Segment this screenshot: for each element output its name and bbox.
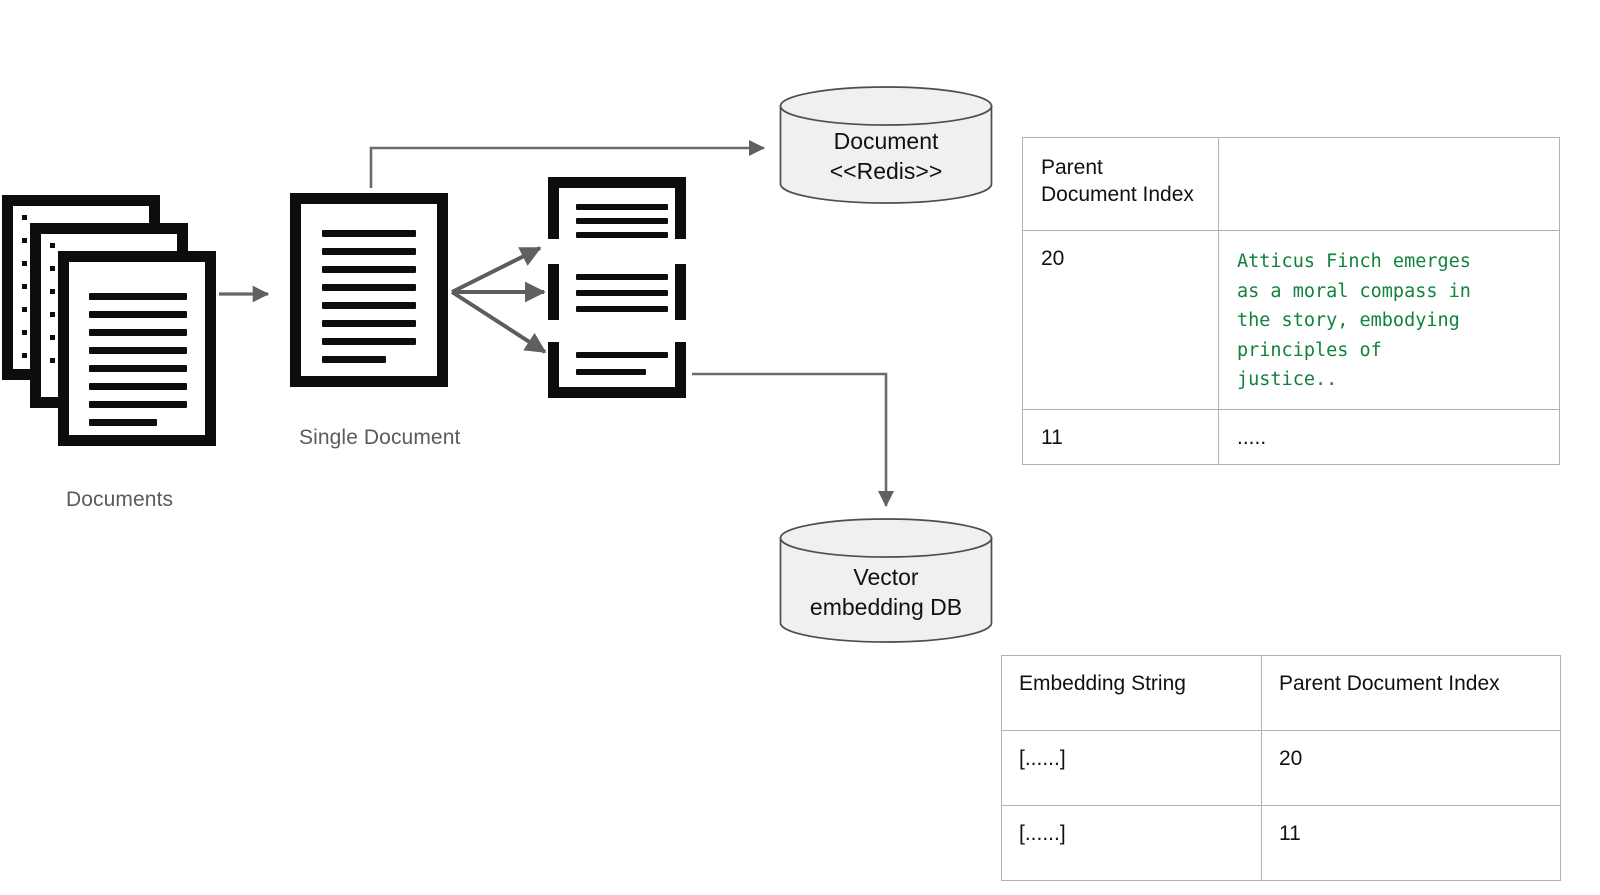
redis-cylinder-label-line2: <<Redis>> xyxy=(829,158,943,184)
chunk-text-line xyxy=(576,232,668,238)
perforation-dot xyxy=(50,243,55,248)
vector-db-label-line2: embedding DB xyxy=(809,594,963,620)
doc-text-line xyxy=(322,320,416,327)
perforation-dot xyxy=(22,330,27,335)
cylinder-shape xyxy=(779,518,993,643)
header-line-2: Document Index xyxy=(1041,183,1194,206)
chunk-text-line xyxy=(576,306,668,312)
chunked-document-icon xyxy=(548,177,693,398)
perforation-dot xyxy=(22,307,27,312)
perforation-dot xyxy=(50,358,55,363)
documents-stack-icon xyxy=(0,195,225,450)
doc-text-line xyxy=(322,248,416,255)
doc-text-line xyxy=(89,383,187,390)
parent-document-index-table: Parent Document Index 20 Atticus Finch e… xyxy=(1022,137,1560,465)
doc-text-line xyxy=(89,311,187,318)
perforation-dot xyxy=(50,335,55,340)
doc-text-line xyxy=(89,419,157,426)
documents-label: Documents xyxy=(66,488,174,511)
doc-text-line xyxy=(322,230,416,237)
cell-parent-index: 20 xyxy=(1261,730,1561,806)
table-header-row: Embedding String Parent Document Index xyxy=(1001,655,1561,731)
perforation-dot xyxy=(22,353,27,358)
table-row: 20 Atticus Finch emerges as a moral comp… xyxy=(1022,230,1560,410)
chunk-1 xyxy=(548,177,686,239)
table-header-row: Parent Document Index xyxy=(1022,137,1560,231)
single-document-icon xyxy=(290,193,448,387)
redis-cylinder-label-line1: Document xyxy=(833,128,939,154)
doc-text-line xyxy=(89,293,187,300)
cell-parent-index: 20 xyxy=(1022,230,1219,410)
cell-document-text: ..... xyxy=(1218,408,1560,465)
chunk-3 xyxy=(548,342,686,398)
redis-document-store-cylinder: Document <<Redis>> xyxy=(779,86,993,204)
doc-text-line xyxy=(89,365,187,372)
doc-text-line xyxy=(322,266,416,273)
document-sheet-front xyxy=(58,251,216,446)
cell-parent-index: 11 xyxy=(1022,408,1219,465)
arrow-chunk-to-vector-db xyxy=(692,372,895,507)
cell-document-text: Atticus Finch emerges as a moral compass… xyxy=(1218,230,1560,410)
arrow-document-to-chunk-1 xyxy=(451,246,542,294)
header-parent-document-index: Parent Document Index xyxy=(1261,655,1561,731)
header-embedding-string: Embedding String xyxy=(1001,655,1262,731)
perforation-dot xyxy=(22,238,27,243)
perforation-dot xyxy=(50,289,55,294)
doc-text-line xyxy=(322,302,416,309)
single-document-label: Single Document xyxy=(299,426,461,449)
table-row: [......] 20 xyxy=(1001,730,1561,806)
doc-text-line xyxy=(89,401,187,408)
cylinder-shape xyxy=(779,86,993,204)
chunk-2 xyxy=(548,264,686,320)
header-parent-document-index: Parent Document Index xyxy=(1022,137,1219,231)
cell-embedding-string: [......] xyxy=(1001,805,1262,881)
arrow-document-to-chunk-3 xyxy=(450,290,547,354)
chunk-text-line xyxy=(576,352,668,358)
chunk-text-line xyxy=(576,274,668,280)
doc-text-line xyxy=(322,284,416,291)
cell-embedding-string: [......] xyxy=(1001,730,1262,806)
doc-text-line xyxy=(322,356,386,363)
perforation-dot xyxy=(22,261,27,266)
doc-text-line xyxy=(89,347,187,354)
chunk-text-line xyxy=(576,290,668,296)
table-row: 11 ..... xyxy=(1022,408,1560,465)
perforation-dot xyxy=(22,215,27,220)
doc-text-line xyxy=(89,329,187,336)
vector-db-label-line1: Vector xyxy=(853,564,919,590)
header-line-1: Parent xyxy=(1041,156,1103,179)
cell-parent-index: 11 xyxy=(1261,805,1561,881)
perforation-dot xyxy=(50,266,55,271)
chunk-text-line xyxy=(576,204,668,210)
vector-embedding-db-cylinder: Vector embedding DB xyxy=(779,518,993,643)
chunk-text-line xyxy=(576,369,646,375)
perforation-dot xyxy=(22,284,27,289)
chunk-text-line xyxy=(576,218,668,224)
doc-text-line xyxy=(322,338,416,345)
arrow-single-document-to-redis xyxy=(369,139,765,188)
embedding-string-table: Embedding String Parent Document Index [… xyxy=(1001,655,1561,881)
table-row: [......] 11 xyxy=(1001,805,1561,881)
header-empty xyxy=(1218,137,1560,231)
perforation-dot xyxy=(50,312,55,317)
